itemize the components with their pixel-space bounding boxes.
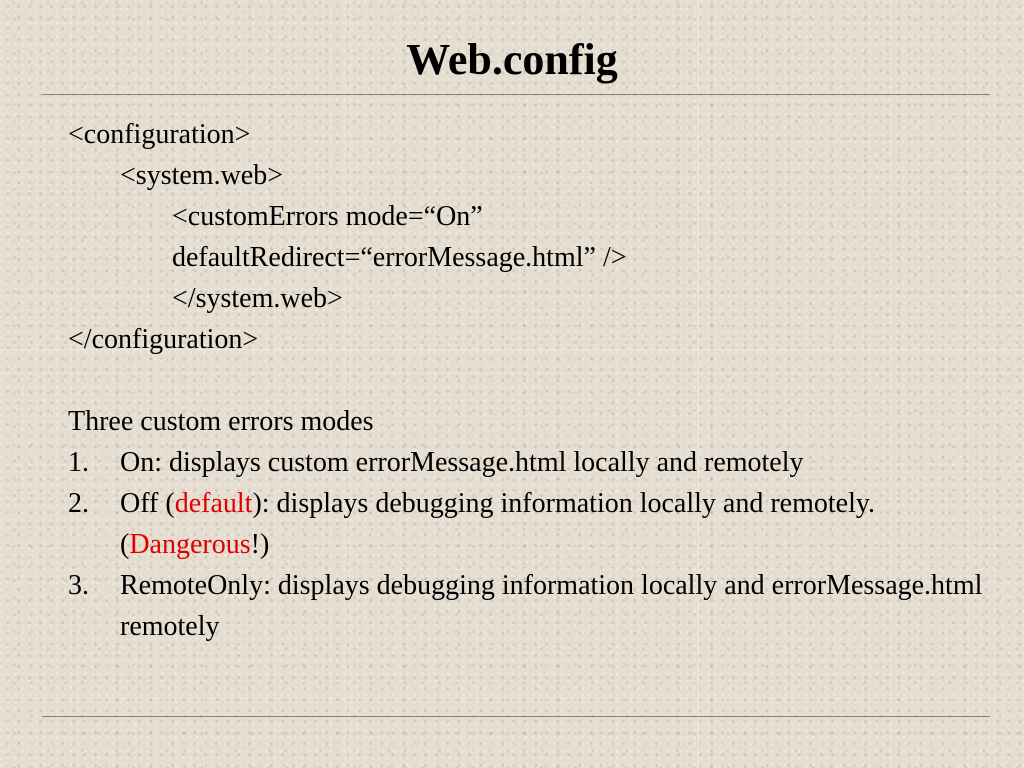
list-number: 2.	[68, 488, 89, 519]
code-line: defaultRedirect=“errorMessage.html” />	[172, 242, 627, 273]
default-highlight: default	[174, 488, 253, 519]
texture-line	[698, 0, 699, 768]
slide-body: <configuration> <system.web> <customErro…	[68, 114, 988, 647]
code-line: <configuration>	[68, 119, 251, 150]
list-item-text: RemoteOnly: displays debugging informati…	[120, 570, 983, 642]
list-item-text: Off (default): displays debugging inform…	[120, 483, 988, 565]
list-number: 3.	[68, 570, 89, 601]
footer-divider	[42, 716, 990, 717]
dangerous-highlight: Dangerous	[129, 529, 251, 560]
code-block: <configuration> <system.web> <customErro…	[68, 114, 988, 360]
spacer	[68, 360, 988, 401]
texture-line	[349, 0, 350, 768]
text-segment: ): displays debugging information locall…	[120, 488, 876, 560]
text-segment: Off (	[120, 488, 175, 519]
code-line: <system.web>	[120, 160, 284, 191]
title-divider	[42, 94, 990, 95]
list-item-text: On: displays custom errorMessage.html lo…	[120, 447, 804, 478]
texture-line	[0, 698, 1024, 699]
code-line: </configuration>	[68, 324, 259, 355]
modes-list: 1. On: displays custom errorMessage.html…	[68, 442, 988, 647]
list-item: 2. Off (default): displays debugging inf…	[68, 483, 988, 565]
text-segment: !)	[250, 529, 270, 560]
texture-line	[0, 349, 1024, 350]
slide-title: Web.config	[406, 35, 618, 84]
list-item: 1. On: displays custom errorMessage.html…	[68, 442, 988, 483]
code-line: </system.web>	[172, 283, 343, 314]
list-item: 3. RemoteOnly: displays debugging inform…	[68, 565, 988, 647]
modes-heading: Three custom errors modes	[68, 406, 374, 437]
code-line: <customErrors mode=“On”	[172, 201, 483, 232]
list-number: 1.	[68, 447, 89, 478]
